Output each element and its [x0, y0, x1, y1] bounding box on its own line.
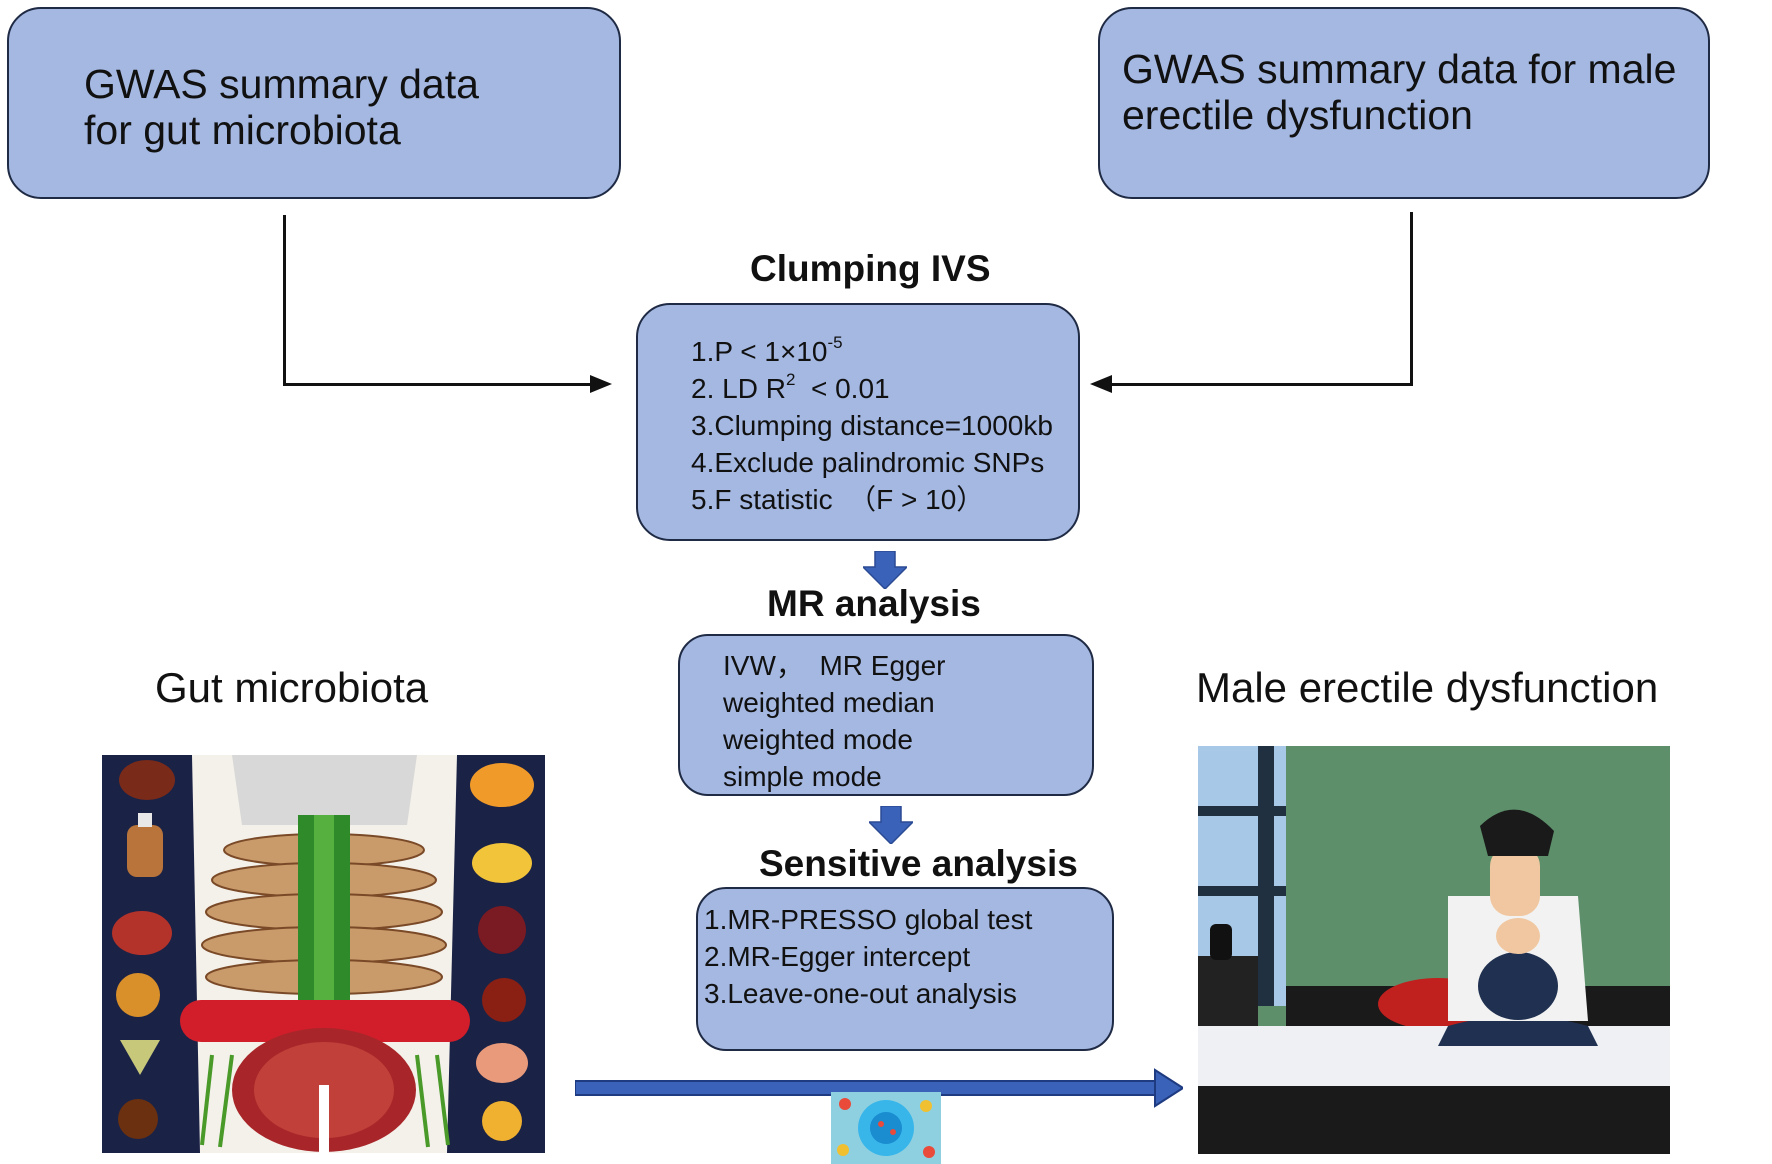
clumping-item-ld: 2. LD R2 < 0.01 [691, 370, 890, 404]
right-connector-horizontal [1108, 383, 1413, 386]
gut-gwas-line-1: GWAS summary data [84, 61, 479, 107]
sensitive-item-1: 1.MR-PRESSO global test [704, 904, 1033, 935]
mr-analysis-title: MR analysis [767, 583, 981, 624]
mr-analysis-box: IVW， MR Egger weighted median weighted m… [678, 634, 1094, 796]
clumping-item-fstat: 5.F statistic （F > 10） [691, 484, 985, 515]
sensitive-item-3: 3.Leave-one-out analysis [704, 978, 1017, 1009]
left-connector-vertical [283, 215, 286, 386]
left-arrow-icon [1090, 375, 1112, 393]
sensitive-list: 1.MR-PRESSO global test 2.MR-Egger inter… [704, 901, 1032, 1012]
microbe-icon [831, 1092, 941, 1164]
clumping-title: Clumping IVS [750, 248, 991, 289]
down-arrow-icon [869, 806, 913, 844]
sensitive-analysis-box: 1.MR-PRESSO global test 2.MR-Egger inter… [696, 887, 1114, 1051]
right-arrow-icon [590, 375, 612, 393]
sensitive-item-2: 2.MR-Egger intercept [704, 941, 971, 972]
mr-method-3: weighted mode [723, 724, 913, 755]
right-connector-vertical [1410, 212, 1413, 386]
mr-method-4: simple mode [723, 761, 882, 792]
gut-gwas-box: GWAS summary data for gut microbiota [7, 7, 621, 199]
ed-gwas-box: GWAS summary data for male erectile dysf… [1098, 7, 1710, 199]
clumping-item-distance: 3.Clumping distance=1000kb [691, 410, 1053, 441]
food-icons-right [470, 763, 534, 1141]
gut-gwas-line-2: for gut microbiota [84, 107, 401, 153]
clumping-box: 1.P < 1×10-5 2. LD R2 < 0.01 3.Clumping … [636, 303, 1080, 541]
gut-microbiota-illustration [102, 755, 545, 1153]
clumping-item-p: 1.P < 1×10-5 [691, 333, 843, 367]
ed-gwas-text: GWAS summary data for male erectile dysf… [1122, 46, 1676, 138]
gut-gwas-text: GWAS summary data for gut microbiota [84, 61, 479, 153]
sensitive-analysis-title: Sensitive analysis [759, 843, 1078, 884]
left-connector-horizontal [283, 383, 593, 386]
mr-method-2: weighted median [723, 687, 935, 718]
ed-gwas-line-1: GWAS summary data for male [1122, 46, 1677, 92]
mr-method-1: IVW， MR Egger [723, 650, 946, 681]
down-arrow-icon [863, 551, 907, 589]
clumping-list: 1.P < 1×10-5 2. LD R2 < 0.01 3.Clumping … [691, 333, 1053, 518]
food-icons-left [112, 760, 175, 1139]
clumping-item-palindromic: 4.Exclude palindromic SNPs [691, 447, 1045, 478]
exposure-label: Gut microbiota [155, 664, 429, 711]
ed-gwas-line-2: erectile dysfunction [1122, 92, 1473, 138]
erectile-dysfunction-illustration [1198, 746, 1670, 1154]
outcome-label: Male erectile dysfunction [1196, 664, 1659, 711]
mr-methods-list: IVW， MR Egger weighted median weighted m… [723, 647, 945, 795]
